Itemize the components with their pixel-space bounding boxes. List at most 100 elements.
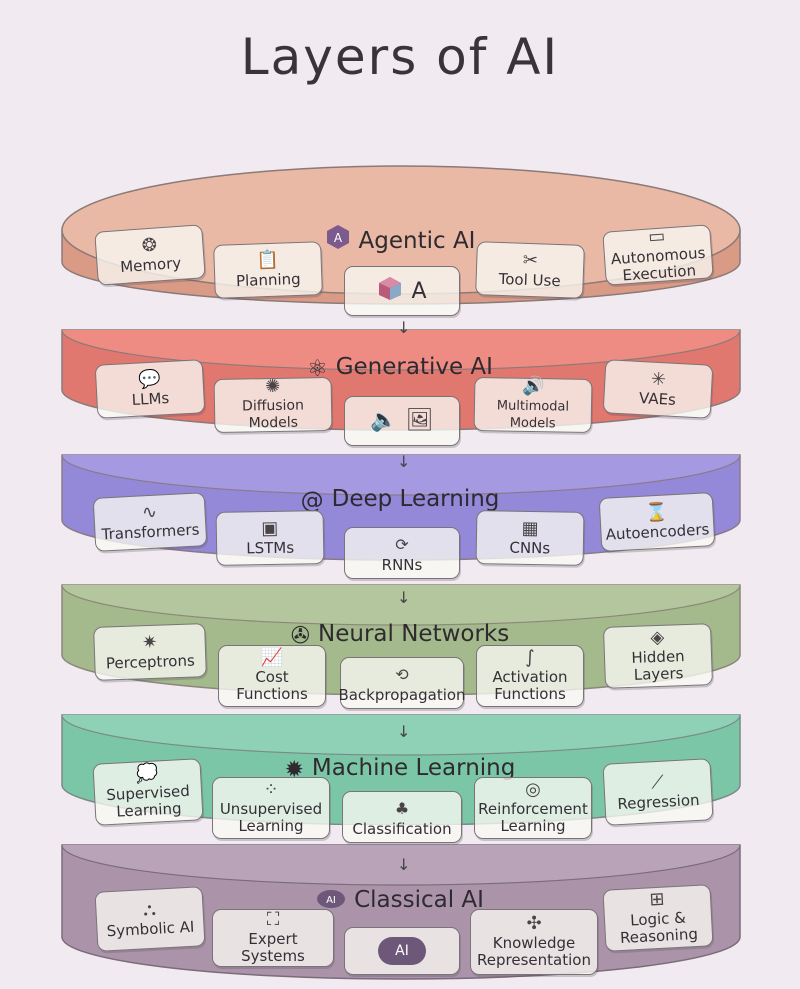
scatter-icon: ⁘	[263, 779, 279, 800]
card-label: Logic & Reasoning	[619, 908, 699, 948]
speaker-icon: 🔈	[370, 408, 398, 433]
ring-icon: ⟳	[395, 534, 409, 554]
gear-icon: ✹	[284, 757, 304, 783]
card-llms: 💬 LLMs	[94, 359, 206, 419]
card-cost-functions: 📈 Cost Functions	[218, 645, 326, 707]
card-label: Classification	[352, 819, 452, 838]
card-autonomous-execution: ▭ Autonomous Execution	[602, 224, 714, 286]
card-label: Expert Systems	[241, 930, 305, 965]
card-expert-systems: ⛶ Expert Systems	[212, 909, 334, 967]
swirl-icon: @	[300, 488, 324, 514]
card-label: Activation Functions	[492, 668, 568, 703]
card-classification: ♣ Classification	[342, 791, 462, 843]
card-label: RNNs	[381, 555, 423, 574]
card-label: AI	[395, 943, 409, 959]
card-label: Unsupervised Learning	[219, 800, 323, 835]
card-label: Transformers	[101, 519, 200, 544]
card-ai-cloud: AI	[344, 927, 460, 975]
hierarchy-icon: ⛶	[266, 909, 280, 930]
node-icon: ⛬	[142, 898, 157, 920]
node-icon: ✷	[141, 631, 158, 653]
card-reinforcement-learning: ◎ Reinforcement Learning	[474, 777, 592, 839]
card-agent-cube: A	[344, 266, 460, 316]
card-media: 🔈 🖼	[344, 396, 460, 446]
agentic-hexagon-icon: A	[325, 224, 351, 256]
line-chart-icon: ⟋	[650, 771, 665, 793]
chip-icon: ▣	[261, 517, 279, 539]
maze-icon: ⊞	[648, 888, 666, 911]
card-label: Knowledge Representation	[477, 934, 591, 969]
card-unsupervised-learning: ⁘ Unsupervised Learning	[212, 777, 330, 839]
layer-name: Neural Networks	[318, 621, 510, 647]
card-label: Autoencoders	[605, 519, 710, 544]
card-label: Autonomous Execution	[610, 243, 706, 285]
graph-icon: ✳	[650, 368, 667, 390]
page-title: Layers of AI	[240, 28, 560, 86]
network-icon: ✺	[264, 375, 281, 398]
card-activation-functions: ∫ Activation Functions	[476, 645, 584, 707]
layer-title: A Agentic AI	[0, 224, 800, 256]
layer-machine-learning: ✹Machine Learning 💭 Supervised Learning …	[0, 675, 800, 843]
layer-name: Deep Learning	[331, 486, 500, 512]
layers-icon: ◈	[650, 626, 665, 649]
hexagon-letter: A	[333, 231, 342, 245]
card-memory: ❂ Memory	[94, 224, 206, 286]
card-logic-reasoning: ⊞ Logic & Reasoning	[602, 884, 714, 952]
layer-title: @ Deep Learning	[0, 486, 800, 514]
card-transformers: ∿ Transformers	[92, 492, 208, 552]
grid-icon: ▦	[521, 517, 539, 539]
layer-name: Generative AI	[335, 354, 493, 380]
sound-icon: 🔊	[521, 375, 545, 398]
card-label: Cost Functions	[236, 668, 308, 703]
arrow-down-icon: ↓	[397, 318, 411, 337]
card-label: Memory	[119, 253, 182, 276]
curve-icon: ∫	[525, 647, 535, 668]
arrow-down-icon: ↓	[397, 855, 411, 874]
layer-deep-learning: @Deep Learning ∿ Transformers ▣ LSTMs ⟳ …	[0, 415, 800, 579]
card-label: Backpropagation	[338, 685, 466, 704]
arrow-down-icon: ↓	[397, 452, 411, 471]
target-icon: ◎	[525, 779, 541, 800]
layer-classical-ai: AI Classical AI ⛬ Symbolic AI ⛶ Expert S…	[0, 805, 800, 985]
clipboard-icon: 📋	[256, 249, 280, 271]
layer-generative-ai: ⚛Generative AI 💬 LLMs ✺ Diffusion Models…	[0, 290, 800, 446]
ai-cloud-icon: AI	[316, 887, 346, 915]
refresh-icon: ⟲	[395, 664, 409, 684]
card-rnns: ⟳ RNNs	[344, 527, 460, 579]
card-backpropagation: ⟲ Backpropagation	[338, 657, 466, 709]
card-perceptrons: ✷ Perceptrons	[93, 623, 207, 681]
terminal-icon: ▭	[647, 225, 666, 248]
card-label: Reinforcement Learning	[478, 800, 588, 835]
network-icon: ✣	[526, 913, 542, 934]
card-label: LLMs	[131, 388, 170, 409]
tree-icon: ♣	[394, 798, 410, 818]
layer-neural-networks: ✇ Neural Networks ✷ Perceptrons 📈 Cost Fu…	[0, 545, 800, 709]
card-symbolic-ai: ⛬ Symbolic AI	[94, 886, 206, 952]
chat-icon: 💭	[135, 762, 159, 785]
layer-name: Machine Learning	[311, 755, 516, 781]
chat-icon: 💬	[137, 367, 162, 391]
brain-icon: ❂	[141, 234, 158, 257]
tools-icon: ✂	[522, 249, 539, 271]
arrow-down-icon: ↓	[397, 588, 411, 607]
arrow-down-icon: ↓	[397, 722, 411, 741]
layer-name: Classical AI	[354, 887, 484, 913]
card-label: Tool Use	[498, 269, 561, 290]
card-label: Symbolic AI	[106, 917, 195, 940]
neuron-icon: ✇	[290, 623, 311, 649]
card-label: Perceptrons	[105, 650, 196, 673]
layer-title: ⚛Generative AI	[0, 354, 800, 382]
chart-icon: 📈	[260, 647, 284, 668]
layer-title: ✇ Neural Networks	[0, 621, 800, 649]
card-label: A	[411, 278, 427, 304]
cloud-icon: AI	[378, 937, 426, 965]
loop-icon: ∿	[141, 501, 158, 523]
card-knowledge-representation: ✣ Knowledge Representation	[470, 909, 598, 975]
layer-agentic-ai: A Agentic AI ❂ Memory 📋 Planning A ✂ Too…	[0, 150, 800, 316]
cloud-letters: AI	[326, 895, 336, 906]
cube-icon	[377, 275, 403, 307]
card-vaes: ✳ VAEs	[602, 359, 714, 419]
card-autoencoders: ⌛ Autoencoders	[598, 492, 716, 552]
layer-name: Agentic AI	[358, 228, 476, 254]
image-icon: 🖼	[405, 408, 434, 433]
